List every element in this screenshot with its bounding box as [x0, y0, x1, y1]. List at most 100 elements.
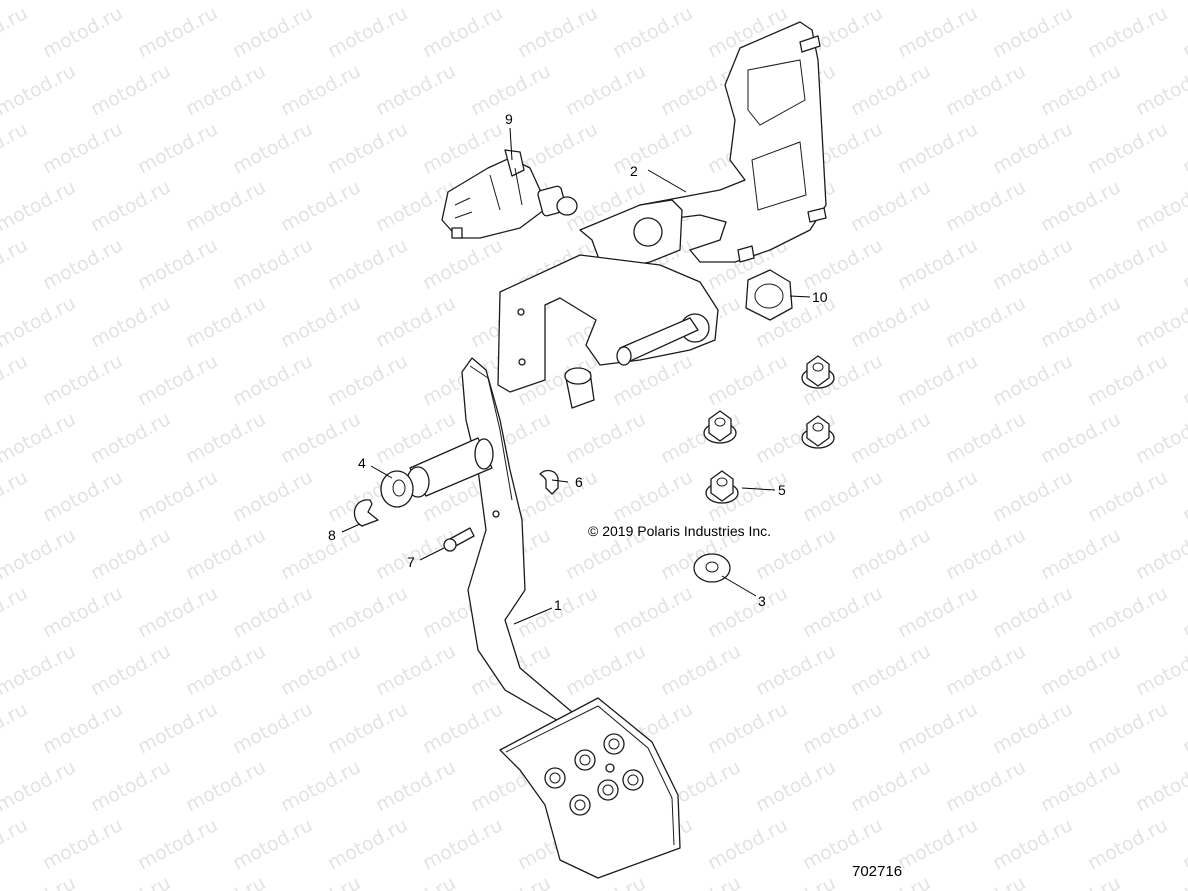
watermark-text: motod.ru: [847, 756, 934, 816]
watermark-text: motod.ru: [0, 2, 31, 62]
watermark-text: motod.ru: [894, 466, 981, 526]
bushing[interactable]: [564, 367, 595, 409]
watermark-text: motod.ru: [87, 60, 174, 120]
watermark-text: motod.ru: [942, 292, 1029, 352]
callout-4: 4: [358, 455, 366, 471]
watermark-text: motod.ru: [324, 582, 411, 642]
watermark-text: motod.ru: [1037, 524, 1124, 584]
part-9-switch[interactable]: [441, 149, 578, 239]
watermark-text: motod.ru: [1084, 350, 1171, 410]
watermark-text: motod.ru: [1084, 698, 1171, 758]
watermark-text: motod.ru: [182, 176, 269, 236]
watermark-text: motod.ru: [989, 118, 1076, 178]
watermark-text: motod.ru: [1132, 408, 1188, 468]
watermark-text: motod.ru: [134, 118, 221, 178]
watermark-text: motod.ru: [372, 60, 459, 120]
callout-8: 8: [328, 527, 336, 543]
watermark-text: motod.ru: [229, 2, 316, 62]
watermark-text: motod.ru: [229, 582, 316, 642]
watermark-text: motod.ru: [1132, 60, 1188, 120]
watermark-text: motod.ru: [1132, 524, 1188, 584]
part-2-bracket[interactable]: [497, 21, 827, 393]
watermark-text: motod.ru: [989, 814, 1076, 874]
copyright-notice: © 2019 Polaris Industries Inc.: [588, 523, 771, 539]
watermark-text: motod.ru: [657, 0, 744, 4]
watermark-text: motod.ru: [752, 640, 839, 700]
watermark-text: motod.ru: [182, 0, 269, 4]
watermark-text: motod.ru: [704, 814, 791, 874]
watermark-text: motod.ru: [324, 118, 411, 178]
watermark-text: motod.ru: [1037, 408, 1124, 468]
watermark-text: motod.ru: [0, 350, 31, 410]
watermark-text: motod.ru: [1037, 756, 1124, 816]
watermark-text: motod.ru: [324, 698, 411, 758]
watermark-text: motod.ru: [419, 234, 506, 294]
watermark-text: motod.ru: [134, 466, 221, 526]
watermark-text: motod.ru: [39, 118, 126, 178]
watermark-text: motod.ru: [324, 814, 411, 874]
watermark-text: motod.ru: [942, 176, 1029, 236]
watermark-text: motod.ru: [942, 872, 1029, 891]
watermark-text: motod.ru: [277, 756, 364, 816]
watermark-text: motod.ru: [134, 582, 221, 642]
watermark-text: motod.ru: [1179, 350, 1188, 410]
watermark-text: motod.ru: [942, 0, 1029, 4]
watermark-text: motod.ru: [942, 524, 1029, 584]
watermark-text: motod.ru: [609, 2, 696, 62]
watermark-text: motod.ru: [39, 350, 126, 410]
watermark-text: motod.ru: [847, 524, 934, 584]
watermark-text: motod.ru: [39, 2, 126, 62]
watermark-text: motod.ru: [1179, 814, 1188, 874]
watermark-text: motod.ru: [277, 408, 364, 468]
part-10-nut[interactable]: [745, 269, 793, 321]
watermark-text: motod.ru: [229, 350, 316, 410]
watermark-text: motod.ru: [277, 524, 364, 584]
watermark-text: motod.ru: [1179, 118, 1188, 178]
watermark-text: motod.ru: [0, 756, 79, 816]
watermark-text: motod.ru: [277, 640, 364, 700]
watermark-text: motod.ru: [87, 408, 174, 468]
watermark-text: motod.ru: [562, 60, 649, 120]
part-6-hairpin-clip[interactable]: [539, 469, 559, 495]
part-4-spacer-washer[interactable]: [380, 470, 414, 508]
watermark-text: motod.ru: [39, 234, 126, 294]
watermark-text: motod.ru: [989, 2, 1076, 62]
watermark-text: motod.ru: [87, 756, 174, 816]
watermark-text: motod.ru: [1132, 872, 1188, 891]
callout-1: 1: [554, 597, 562, 613]
watermark-text: motod.ru: [0, 234, 31, 294]
watermark-text: motod.ru: [799, 234, 886, 294]
watermark-text: motod.ru: [609, 118, 696, 178]
watermark-text: motod.ru: [989, 582, 1076, 642]
watermark-text: motod.ru: [1132, 176, 1188, 236]
part-7-pin[interactable]: [443, 527, 475, 552]
watermark-text: motod.ru: [1179, 698, 1188, 758]
watermark-text: motod.ru: [372, 756, 459, 816]
pedal-pad[interactable]: [499, 697, 681, 879]
watermark-text: motod.ru: [1084, 814, 1171, 874]
watermark-text: motod.ru: [942, 408, 1029, 468]
watermark-text: motod.ru: [894, 698, 981, 758]
watermark-text: motod.ru: [1037, 176, 1124, 236]
watermark-text: motod.ru: [277, 176, 364, 236]
watermark-text: motod.ru: [894, 814, 981, 874]
watermark-text: motod.ru: [704, 698, 791, 758]
watermark-text: motod.ru: [1037, 0, 1124, 4]
watermark-text: motod.ru: [1037, 292, 1124, 352]
part-5-flange-nuts[interactable]: [703, 355, 835, 504]
watermark-text: motod.ru: [704, 350, 791, 410]
watermark-text: motod.ru: [942, 640, 1029, 700]
part-3-washer[interactable]: [693, 553, 731, 583]
watermark-text: motod.ru: [87, 524, 174, 584]
part-8-e-clip[interactable]: [353, 499, 379, 527]
watermark-text: motod.ru: [372, 640, 459, 700]
watermark-text: motod.ru: [134, 350, 221, 410]
watermark-text: motod.ru: [1037, 640, 1124, 700]
watermark-text: motod.ru: [1084, 234, 1171, 294]
watermark-text: motod.ru: [0, 582, 31, 642]
watermark-text: motod.ru: [609, 582, 696, 642]
watermark-text: motod.ru: [182, 292, 269, 352]
watermark-text: motod.ru: [514, 466, 601, 526]
watermark-text: motod.ru: [894, 118, 981, 178]
watermark-text: motod.ru: [847, 408, 934, 468]
